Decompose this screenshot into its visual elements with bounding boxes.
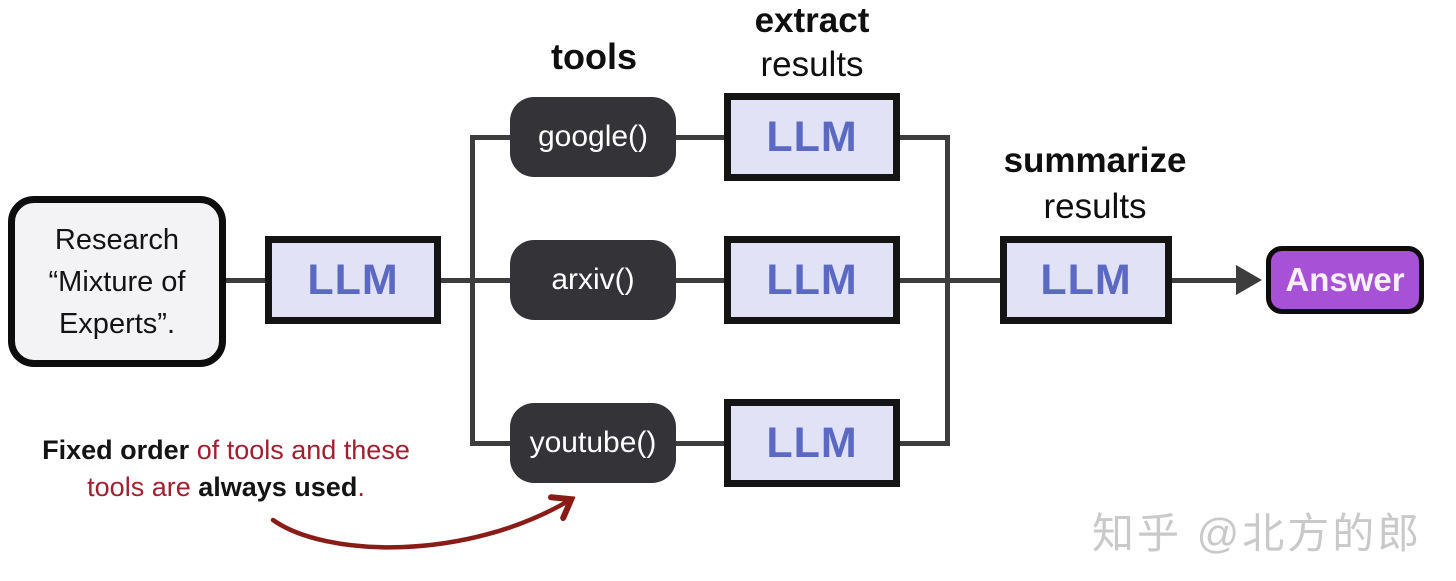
connector-collector-vertical <box>945 135 950 446</box>
tools-heading: tools <box>551 36 637 77</box>
summarize-results-heading: summarize results <box>960 138 1230 230</box>
extract-heading-line2: results <box>760 45 864 84</box>
connector-answer-line <box>1172 278 1240 283</box>
annotation-bold-1: Fixed order <box>42 435 190 465</box>
annotation-red-3: . <box>357 472 365 502</box>
answer-box: Answer <box>1266 246 1424 314</box>
tool-box-arxiv: arxiv() <box>510 240 676 320</box>
llm-box-extract-arxiv: LLM <box>724 236 900 324</box>
annotation-red-2: tools are <box>87 472 199 502</box>
fixed-order-annotation: Fixed order of tools and these tools are… <box>30 432 422 506</box>
research-query-box: Research “Mixture of Experts”. <box>8 196 226 367</box>
connector-branch-vertical <box>470 135 475 446</box>
summarize-heading-line1: summarize <box>1003 141 1187 180</box>
curved-annotation-arrow-icon <box>270 482 595 550</box>
annotation-bold-2: always used <box>198 472 358 502</box>
extract-results-heading: extract results <box>724 0 900 87</box>
llm-box-extract-google: LLM <box>724 93 900 181</box>
annotation-red-1: of tools and these <box>189 435 410 465</box>
summarize-heading-line2: results <box>1043 187 1147 226</box>
llm-box-extract-youtube: LLM <box>724 399 900 487</box>
llm-box-summarize: LLM <box>1000 236 1172 324</box>
connector-row-google <box>472 135 950 140</box>
tool-box-google: google() <box>510 97 676 177</box>
tool-box-youtube: youtube() <box>510 403 676 483</box>
answer-arrowhead-icon <box>1236 265 1262 295</box>
watermark: 知乎 @北方的郎 <box>1092 510 1423 557</box>
llm-box-initial: LLM <box>265 236 441 324</box>
connector-row-youtube <box>472 441 950 446</box>
extract-heading-line1: extract <box>754 1 870 40</box>
